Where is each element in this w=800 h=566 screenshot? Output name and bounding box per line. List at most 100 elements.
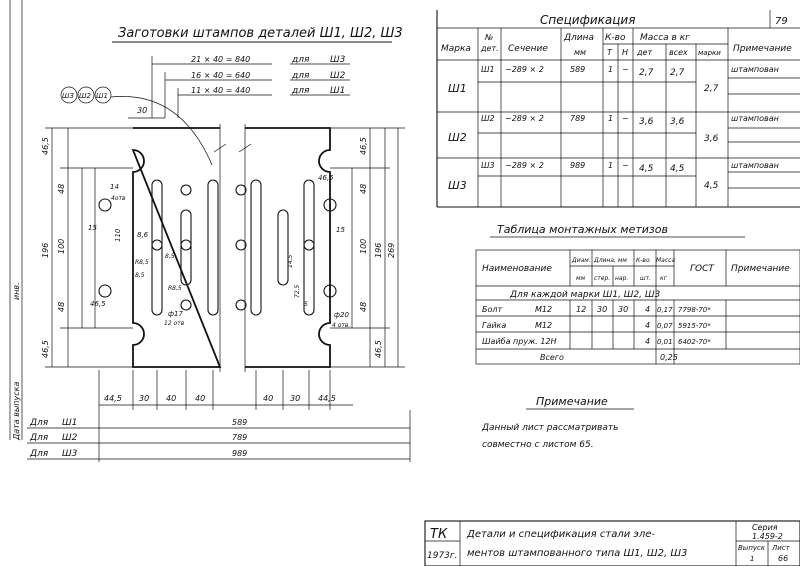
dim-46-5-bl: 46,5 <box>41 340 50 358</box>
dim-48-l2: 48 <box>57 302 66 312</box>
fasteners-title: Таблица монтажных метизов <box>497 223 668 236</box>
dim-46-5-mid: 46,5 <box>90 300 106 308</box>
dim-8-5d: 8,5 <box>165 253 175 260</box>
dim-ш2-calc: 16 × 40 = 640 <box>191 71 250 80</box>
dim-196-l: 196 <box>41 243 50 258</box>
dim-48-r1: 48 <box>359 184 368 194</box>
dim-46-5-tl: 46,5 <box>41 137 50 155</box>
dim-bottom-2: 40 <box>166 394 176 403</box>
dim-15-r: 15 <box>336 226 345 234</box>
dim-100-l: 100 <box>57 239 66 254</box>
callout-marks: Ш3 Ш2 Ш1 <box>60 86 213 166</box>
fast-h-note: Примечание <box>731 264 790 274</box>
spec-table: Спецификация 79 № Марка дет. Сечение Дли… <box>436 10 800 208</box>
spec-r3-n: − <box>622 161 629 170</box>
stamp-tk: ТК <box>430 527 448 542</box>
dim-ш3-for: для <box>291 55 310 65</box>
len-ш1-mark: Ш1 <box>62 418 77 428</box>
spec-r3-mall: 4,5 <box>670 164 685 174</box>
fast-r3-gost: 6402-70* <box>678 338 711 346</box>
dim-ш3-mark: Ш3 <box>330 55 346 65</box>
spec-r2-note: штампован <box>731 114 779 123</box>
spec-r1-note: штампован <box>731 65 779 74</box>
fast-h-diam-unit: мм <box>576 275 586 282</box>
dim-8-6: 8,6 <box>137 231 149 239</box>
spec-r1-section: −289 × 2 <box>505 65 544 74</box>
dim-ш1-calc: 11 × 40 = 440 <box>191 86 250 95</box>
spec-h-mass-all: всех <box>669 48 688 57</box>
spec-r3-mdet: 4,5 <box>639 164 654 174</box>
spec-r3-mark: Ш3 <box>448 179 467 192</box>
fast-r3-qty: 4 <box>645 337 650 346</box>
stamp-year: 1973г. <box>427 551 458 561</box>
len-ш2-label: Для <box>29 433 49 443</box>
spec-r2-section: −289 × 2 <box>505 114 544 123</box>
spec-h-length-unit: мм <box>574 48 586 57</box>
dim-196-r: 196 <box>374 243 383 258</box>
left-margin: инв. Дата выпуска <box>9 0 23 441</box>
dim-110: 110 <box>114 228 122 242</box>
dim-12otv: 12 отв <box>164 320 185 327</box>
page-number: 79 <box>775 16 788 27</box>
margin-date: Дата выпуска <box>12 382 21 441</box>
note-block: Примечание Данный лист рассматривать сов… <box>481 395 634 450</box>
fast-r2-mass: 0,07 <box>657 322 673 330</box>
drawing-title: Заготовки штампов деталей Ш1, Ш2, Ш3 <box>118 26 403 41</box>
right-dimensions: 46,5 48 100 196 269 48 46,5 46,5 15 14,5… <box>287 127 405 368</box>
stamp-issue-value: 1 <box>750 555 754 563</box>
fast-r1-name: Болт <box>482 305 502 314</box>
fast-r3-mass: 0,01 <box>657 338 673 346</box>
spec-h-note: Примечание <box>733 44 792 54</box>
fast-r2-qty: 4 <box>645 321 650 330</box>
spec-r1-mark: Ш1 <box>448 82 467 95</box>
fast-r3-name: Шайба пруж. 12Н <box>482 337 557 346</box>
dim-bottom-0: 44,5 <box>104 394 122 403</box>
dim-d17: ф17 <box>168 310 183 318</box>
spec-r3-section: −289 × 2 <box>505 161 544 170</box>
spec-title: Спецификация <box>540 13 635 27</box>
stamp-issue-label: Выпуск <box>738 544 766 552</box>
spec-r2-mmark: 3,6 <box>704 134 719 144</box>
spec-r3-det: Ш3 <box>481 161 495 170</box>
spec-r2-t: 1 <box>608 114 613 123</box>
fast-r2-gost: 5915-70* <box>678 322 711 330</box>
dim-46-5-tr2: 46,5 <box>318 174 334 182</box>
spec-r3-length: 989 <box>570 161 585 170</box>
note-line1: Данный лист рассматривать <box>481 423 618 433</box>
dim-d20: ф20 <box>334 311 349 319</box>
dim-15-l: 15 <box>88 224 97 232</box>
dim-ш2-mark: Ш2 <box>330 71 346 81</box>
stamp-sheet-value: 66 <box>778 554 788 563</box>
fast-r1-len: 30 <box>597 305 607 314</box>
dim-100-r: 100 <box>359 239 368 254</box>
fast-r1-gost: 7798-70* <box>678 306 711 314</box>
stamp-text1: Детали и спецификация стали эле- <box>466 529 655 540</box>
spec-r2-n: − <box>622 114 629 123</box>
spec-h-mass: Масса в кг <box>640 33 690 43</box>
margin-inv: инв. <box>12 282 21 300</box>
dim-bottom-5: 30 <box>290 394 300 403</box>
spec-r1-n: − <box>622 65 629 74</box>
dim-bottom-1: 30 <box>139 394 149 403</box>
note-line2: совместно с листом 65. <box>482 440 594 450</box>
fast-r1-nar: 30 <box>618 305 628 314</box>
fast-total-label: Всего <box>540 353 564 362</box>
dim-30-top: 30 <box>137 106 147 115</box>
spec-r1-t: 1 <box>608 65 613 74</box>
spec-r1-mdet: 2,7 <box>639 68 654 78</box>
spec-r1-mmark: 2,7 <box>704 84 719 94</box>
plate-holes <box>98 179 337 316</box>
spec-r1-det: Ш1 <box>481 65 495 74</box>
fast-r1-size: М12 <box>535 305 552 314</box>
spec-h-qty: К-во <box>605 33 626 43</box>
dim-14-5: 14,5 <box>287 254 294 268</box>
callout-ш1: Ш1 <box>96 92 108 100</box>
fast-subheader: Для каждой марки Ш1, Ш2, Ш3 <box>509 290 660 300</box>
len-ш3-mark: Ш3 <box>62 449 78 459</box>
len-ш2-value: 789 <box>232 433 247 442</box>
spec-r2-mdet: 3,6 <box>639 117 654 127</box>
len-ш3-value: 989 <box>232 449 247 458</box>
dim-r8-5b: R8,5 <box>168 285 182 292</box>
spec-r3-mmark: 4,5 <box>704 181 719 191</box>
dim-bottom-4: 40 <box>263 394 273 403</box>
